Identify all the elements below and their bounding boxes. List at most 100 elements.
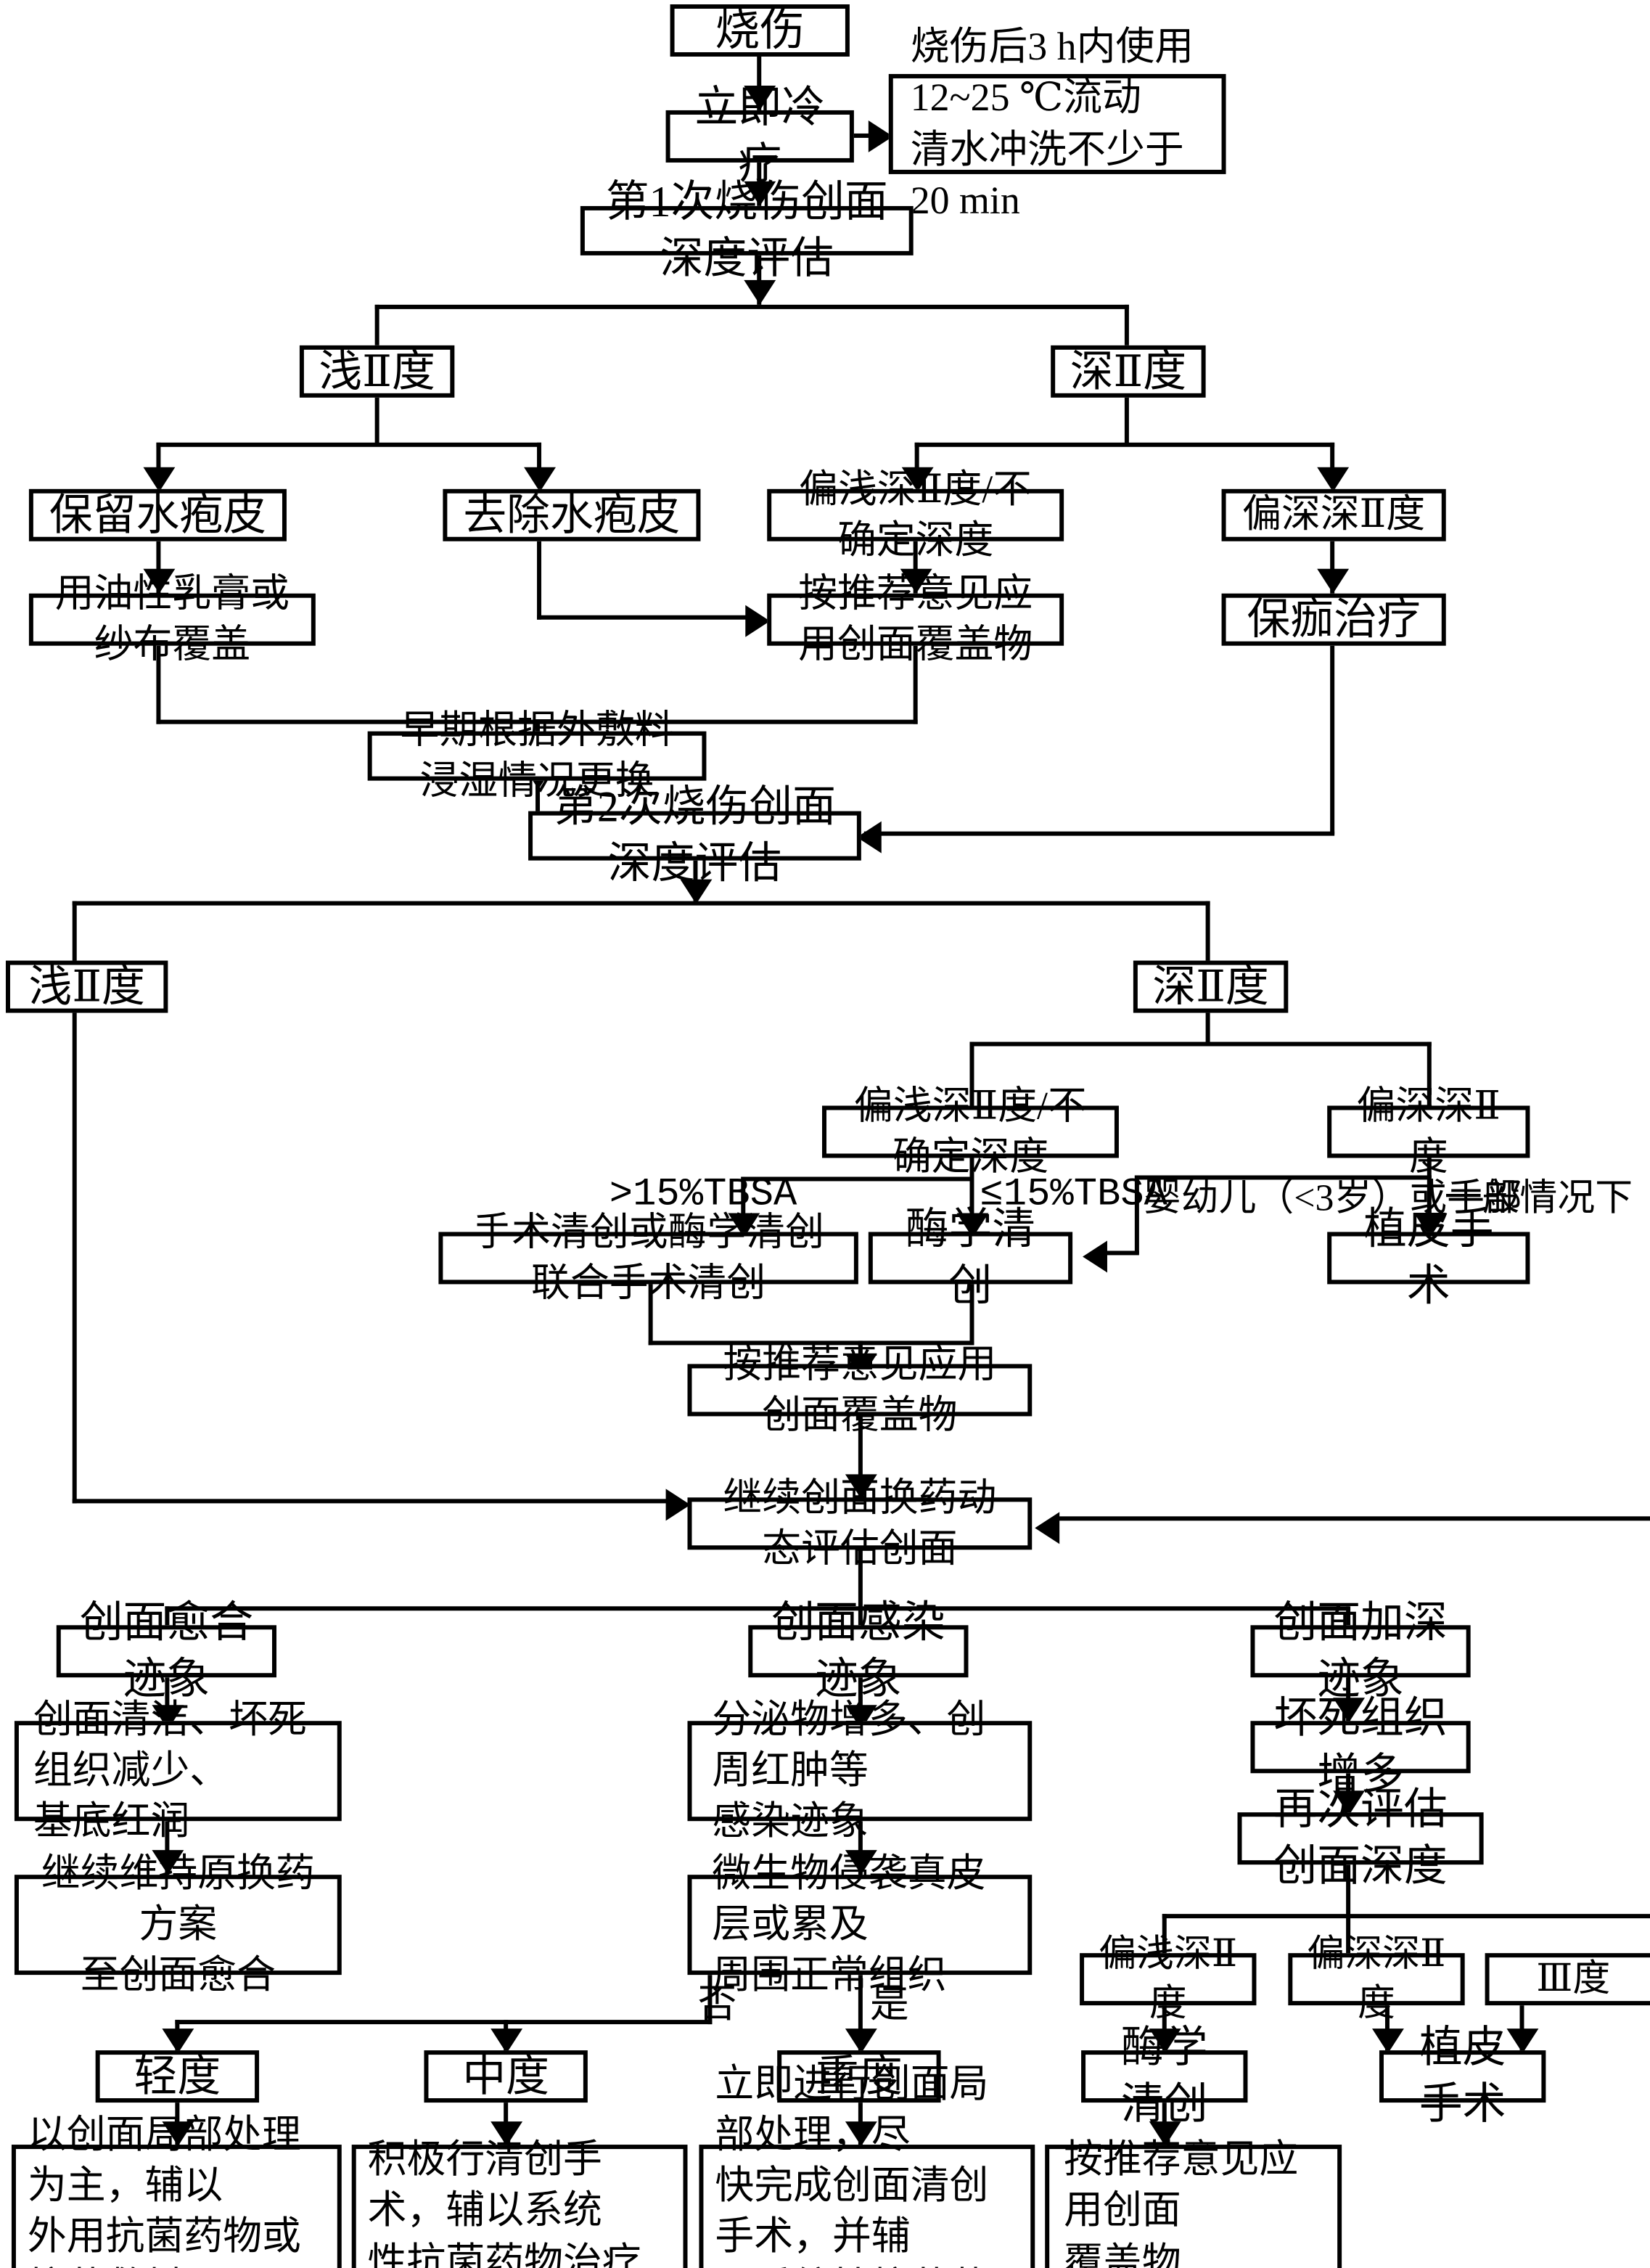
node-deeper-deep2-b: 偏深深Ⅱ度 [1327,1084,1530,1178]
node-superficial-2nd-a: 浅Ⅱ度 [299,345,455,398]
arrowhead [1149,2028,1181,2054]
edge-label-infant-or-hand: 婴幼儿（<3岁）或手部 [1143,1176,1522,1219]
node-first-assessment: 第1次烧伤创面深度评估 [580,179,914,283]
connector [1205,901,1210,961]
node-moderate: 中度 [424,2050,588,2103]
connector [858,1677,863,1732]
connector [913,645,918,724]
connector [741,1176,973,1182]
connector [969,1041,974,1106]
connector [156,645,161,724]
connector [537,615,758,620]
connector [1330,541,1335,594]
arrowhead [143,568,176,594]
connector [374,304,379,345]
connector [913,541,918,594]
edge-label-general-case: 一般情况下 [1444,1176,1633,1219]
connector [757,255,762,305]
connector [858,1975,863,2054]
connector [72,1499,679,1504]
arrowhead [162,2121,194,2147]
connector [1427,1041,1432,1106]
node-deeper-deep2-a: 偏深深Ⅱ度 [1221,488,1446,541]
connector [1205,1012,1210,1045]
node-oil-cream-gauze: 用油性乳膏或纱布覆盖 [28,572,316,666]
node-third-degree: Ⅲ度 [1485,1953,1650,2006]
node-deep-2nd-a: 深Ⅱ度 [1051,345,1206,398]
connector [165,1606,1350,1611]
node-healing-signs: 创面愈合迹象 [56,1599,276,1703]
node-superficial-2nd-b: 浅Ⅱ度 [5,960,168,1013]
node-mild: 轻度 [95,2050,260,2103]
node-early-change-dressing: 早期根据外敷料浸湿情况更换 [367,708,707,803]
connector [537,442,542,488]
connector [1124,304,1129,345]
node-apply-dressing-b: 按推荐意见应用创面覆盖物 [687,1342,1033,1436]
node-deepening-signs: 创面加深迹象 [1250,1599,1471,1703]
node-microbe-invasion: 微生物侵袭真皮层或累及 周围正常组织 [687,1851,1033,1997]
connector [969,1158,974,1231]
connector [1124,397,1129,444]
arrowhead [1333,1698,1366,1723]
connector [1346,1864,1351,1919]
connector [1346,1606,1351,1626]
node-shallow-deep2-a: 偏浅深Ⅱ度/不确定深度 [767,467,1064,562]
node-deep-2nd-b: 深Ⅱ度 [1133,960,1289,1013]
node-severe: 重度 [777,2050,941,2103]
connector [858,1606,863,1626]
connector [72,1012,77,1504]
connector [863,831,1335,836]
connector [858,1549,863,1611]
node-enzymatic-debridement-a: 酶学清创 [868,1205,1073,1310]
node-second-assessment: 第2次烧伤创面深度评估 [528,784,861,888]
connector [165,1677,170,1732]
connector [374,397,379,444]
connector [1134,1175,1432,1180]
connector [1330,645,1335,835]
connector [858,1416,863,1501]
arrowhead [1333,1790,1366,1816]
connector [1427,1158,1432,1179]
arrowhead [1506,2028,1539,2054]
node-surgical-or-combined: 手术清创或酶学清创联合手术清创 [438,1210,858,1304]
connector [156,541,161,594]
connector [914,442,1335,447]
connector [1162,1914,1167,1955]
arrowhead [845,2121,877,2147]
arrowhead [1317,467,1350,492]
connector [853,133,879,138]
node-continue-dynamic-eval: 继续创面换药动态评估创面 [687,1475,1033,1570]
connector [374,304,1129,309]
node-reassess-depth: 再次评估创面深度 [1237,1786,1484,1891]
connector [537,541,542,620]
node-apply-dressing-a: 按推荐意见应用创面覆盖物 [767,572,1064,666]
arrowhead [900,568,932,594]
connector [969,1041,1432,1047]
arrowhead [524,467,556,492]
arrowhead [1317,568,1350,594]
arrowhead [845,1850,877,1875]
arrowhead [162,2028,194,2054]
connector [1096,1250,1139,1256]
node-necrotic-increase: 坏死组织增多 [1250,1695,1471,1799]
node-remove-blister: 去除水疱皮 [443,488,701,541]
arrowhead [491,2028,523,2054]
connector [165,1821,170,1877]
arrowhead [491,2121,523,2147]
node-mild-treatment: 以创面局部处理为主，辅以 外用抗菌药物或抗菌敷料 [11,2113,342,2268]
connector [156,442,542,447]
connector [707,1975,713,2025]
arrowhead [745,605,771,637]
node-keep-blister: 保留水疱皮 [28,488,287,541]
edge-label-yes: 是 [869,1982,909,2026]
connector [156,442,161,488]
arrowhead [152,1850,184,1875]
edge-label-tbsa-gt15: >15%TBSA [609,1174,797,1218]
node-immediate-cooling: 立即冷疗 [665,84,854,189]
node-skin-graft-a: 植皮手术 [1327,1205,1530,1310]
arrowhead [901,467,934,492]
node-clean-wound-desc: 创面清洁、坏死组织减少、 基底红润 [14,1698,342,1843]
node-shallow-deep2-b: 偏浅深Ⅱ度/不确定深度 [822,1084,1119,1178]
